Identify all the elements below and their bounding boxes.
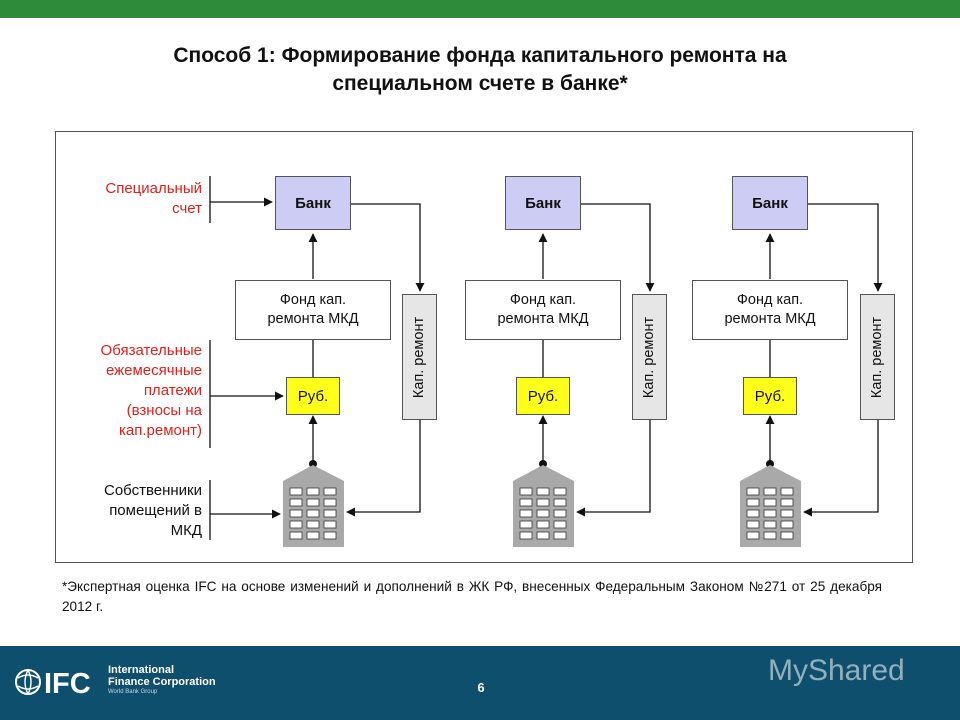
label-monthly-payments: Обязательные ежемесячные платежи (взносы… [60, 341, 202, 441]
footer-bar [0, 646, 960, 720]
building-icon [740, 460, 801, 547]
label-line: Специальный [105, 180, 202, 197]
kap-label: Кап. ремонт [411, 316, 428, 398]
label-line: кап.ремонт) [118, 422, 202, 439]
bank-box-2: Банк [505, 176, 581, 230]
fund-line: Фонд кап. [509, 292, 577, 308]
kap-box-3: Кап. ремонт [860, 294, 895, 420]
arrow-kap-to-building [803, 420, 879, 517]
label-special-account: Специальный счет [60, 179, 202, 219]
building-icon [283, 460, 344, 547]
label-owners: Собственники помещений в МКД [60, 481, 202, 541]
rub-label: Руб. [527, 387, 559, 405]
top-accent-bar [0, 0, 960, 18]
rub-box-3: Руб. [743, 377, 797, 415]
building-icon [513, 460, 574, 547]
label-line: платежи [143, 382, 202, 399]
title-line-2: специальном счете в банке* [332, 72, 628, 95]
kap-label: Кап. ремонт [641, 316, 658, 398]
rub-box-1: Руб. [286, 377, 340, 415]
fund-box-2: Фонд кап. ремонта МКД [465, 280, 621, 340]
fund-box-3: Фонд кап. ремонта МКД [692, 280, 848, 340]
slide-title: Способ 1: Формирование фонда капитальног… [40, 42, 920, 98]
fund-line: ремонта МКД [497, 311, 589, 327]
fund-line: Фонд кап. [279, 292, 347, 308]
kap-box-1: Кап. ремонт [402, 294, 437, 420]
label-line: Собственники [104, 482, 202, 499]
label-line: Обязательные [100, 342, 202, 359]
label-line: МКД [170, 522, 202, 539]
fund-box-1: Фонд кап. ремонта МКД [235, 280, 391, 340]
rub-label: Руб. [754, 387, 786, 405]
arrow-kap-to-building [346, 420, 421, 517]
arrow-kap-to-building [576, 420, 651, 517]
label-line: помещений в [109, 502, 202, 519]
arrow-bank-to-kap [581, 203, 655, 292]
arrow-bank-to-kap [808, 203, 883, 292]
logo-text: International Finance Corporation World … [108, 664, 216, 697]
kap-label: Кап. ремонт [869, 316, 886, 398]
label-line: ежемесячные [105, 362, 202, 379]
label-line: (взносы на [126, 402, 202, 419]
title-line-1: Способ 1: Формирование фонда капитальног… [173, 44, 787, 67]
logo-ifc-text: IFC [44, 668, 91, 700]
bank-label: Банк [752, 194, 788, 212]
fund-line: ремонта МКД [267, 311, 359, 327]
bank-box-1: Банк [275, 176, 351, 230]
fund-line: ремонта МКД [724, 311, 816, 327]
kap-box-2: Кап. ремонт [632, 294, 667, 420]
rub-box-2: Руб. [516, 377, 570, 415]
bank-label: Банк [295, 194, 331, 212]
label-line: счет [172, 200, 202, 217]
ifc-globe-icon: IFC [15, 668, 91, 700]
logo-line-1: International [108, 664, 175, 676]
footnote: *Экспертная оценка IFC на основе изменен… [62, 579, 882, 614]
fund-line: Фонд кап. [736, 292, 804, 308]
bank-box-3: Банк [732, 176, 808, 230]
logo-line-3: World Bank Group [108, 689, 158, 695]
bank-label: Банк [525, 194, 561, 212]
logo-line-2: Finance Corporation [108, 676, 216, 688]
arrow-bank-to-kap [351, 203, 425, 292]
watermark: MyShared [768, 654, 905, 687]
diagram-frame [55, 131, 913, 563]
rub-label: Руб. [297, 387, 329, 405]
page-number: 6 [477, 680, 485, 695]
